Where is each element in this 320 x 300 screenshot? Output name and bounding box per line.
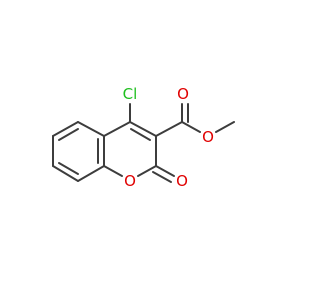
bond-o1-c8a xyxy=(103,165,123,177)
bond-benzene-2 xyxy=(77,121,105,137)
bond-c3-ester-c xyxy=(155,121,183,137)
bond-benzene-1-inner xyxy=(58,128,79,141)
bond-c4a-c4 xyxy=(103,121,131,137)
bond-benzene-1 xyxy=(52,121,79,137)
bond-ester-c-o-ether xyxy=(181,121,201,133)
atom-o-ring: O xyxy=(124,172,136,190)
bond-c2-o-lactone-inner xyxy=(152,171,172,183)
bond-benzene-5-inner xyxy=(58,162,79,175)
bond-c2-o-lactone xyxy=(155,165,175,177)
atom-o-lactone-carbonyl: O xyxy=(176,172,188,190)
bonds xyxy=(52,103,235,183)
structure-diagram: Cl O O O O xyxy=(52,85,235,190)
bond-c4-c3 xyxy=(129,121,157,137)
atom-cl: Cl xyxy=(123,85,138,103)
bond-ester-o-methyl xyxy=(215,121,235,133)
atom-o-ester-ether: O xyxy=(202,128,214,146)
atom-o-ester-carbonyl: O xyxy=(177,85,189,103)
bond-benzene-4 xyxy=(77,165,105,182)
atom-labels: Cl O O O O xyxy=(123,85,214,190)
bond-benzene-5 xyxy=(52,165,79,182)
bond-c2-o1 xyxy=(137,165,157,177)
bond-c4-c3-inner xyxy=(130,128,151,141)
